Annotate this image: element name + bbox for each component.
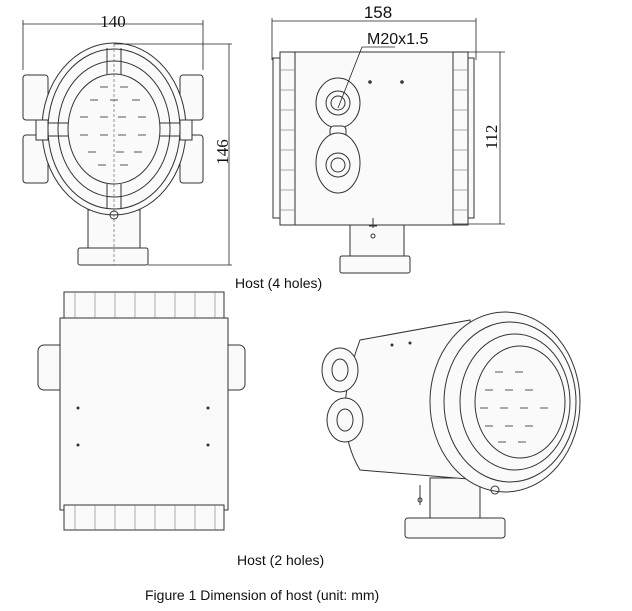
front-view-4-holes — [22, 20, 232, 266]
isometric-view-2-holes — [321, 311, 581, 539]
front-height-dimension: 146 — [213, 139, 232, 165]
figure-caption: Figure 1 Dimension of host (unit: mm) — [145, 587, 379, 603]
thread-size-label: M20x1.5 — [367, 31, 428, 48]
top-view-2-holes — [37, 291, 246, 531]
side-height-dimension: 112 — [482, 125, 501, 150]
front-width-dimension: 140 — [100, 12, 126, 31]
caption-4-holes: Host (4 holes) — [235, 275, 322, 291]
side-width-dimension: 158 — [364, 3, 392, 22]
side-view-4-holes — [271, 18, 505, 274]
caption-2-holes: Host (2 holes) — [237, 552, 324, 568]
